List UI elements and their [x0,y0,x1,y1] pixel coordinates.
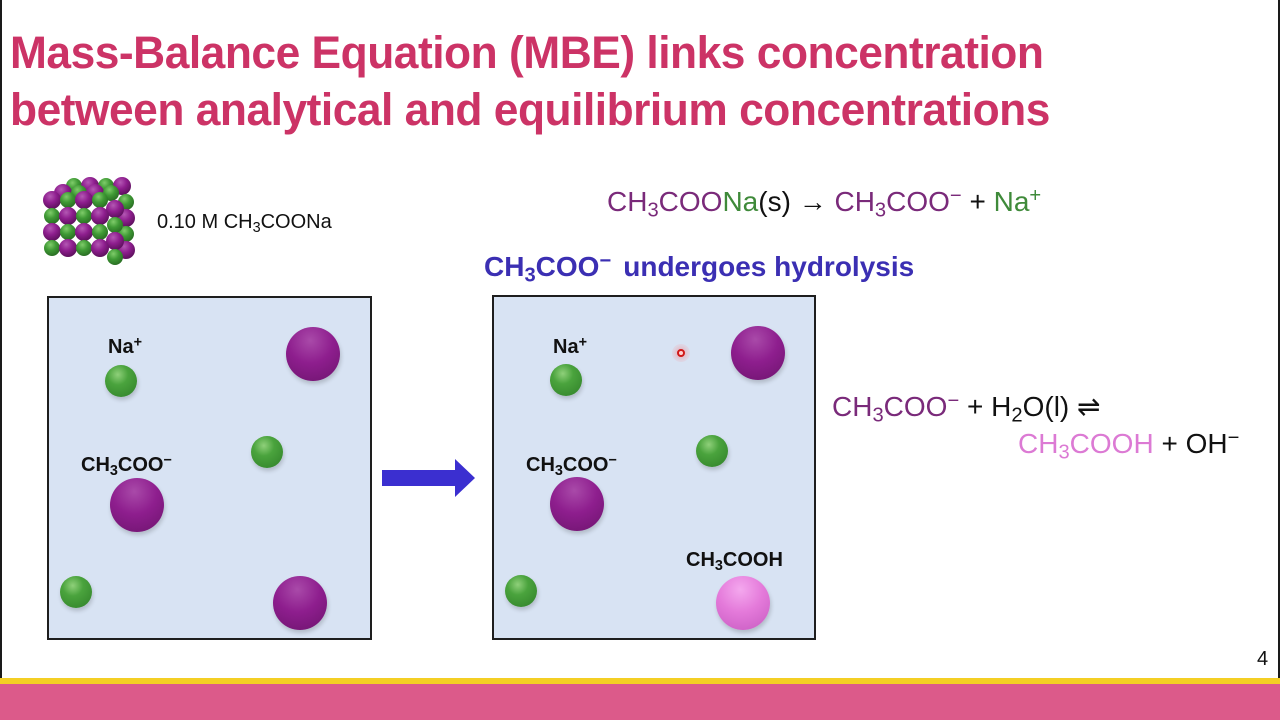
title-line-2: between analytical and equilibrium conce… [10,84,1050,135]
sodium-ion-sphere [105,365,137,397]
reactant-sodium-part: Na [722,186,759,217]
acetate-ion-sphere [731,326,785,380]
acetate-ion-sphere [110,478,164,532]
sodium-ion-sphere [505,575,537,607]
acetate-ion-sphere [273,576,327,630]
plus-sign: + [967,391,984,422]
subheading-text: undergoes hydrolysis [623,251,915,282]
hydrolysis-reactant-acetate: CH3COO− [832,389,960,427]
na-label-before: Na+ [108,334,142,358]
acetate-ion-sphere [550,477,604,531]
acetic-acid-label: CH3COOH [686,549,783,575]
crystal-lattice-icon [43,177,135,265]
footer-yellow-stripe [0,678,1280,684]
reactant-state: (s) [758,186,791,217]
slide-title: Mass-Balance Equation (MBE) links concen… [10,24,1050,138]
conc-suffix: COONa [260,211,332,233]
acetate-label-after: CH3COO− [526,452,617,480]
hydrolysis-reactant-water: H2O(l) [991,391,1070,427]
right-arrow-icon [382,459,475,497]
plus-sign: + [969,186,986,217]
solution-concentration-label: 0.10 M CH3COONa [157,211,332,237]
slide-left-border [0,0,2,720]
hydrolysis-product-hydroxide: OH− [1185,426,1240,459]
dissociation-equation: CH3COONa(s) → CH3COO− + Na+ [607,184,1042,222]
product-sodium: Na+ [993,184,1042,217]
sodium-ion-sphere [251,436,283,468]
laser-pointer-icon [672,344,690,362]
footer-pink-bar [0,684,1280,720]
acetic-acid-sphere [716,576,770,630]
hydrolysis-product-acetic-acid: CH3COOH [1018,428,1154,464]
plus-sign: + [1161,428,1178,459]
acetate-ion-sphere [286,327,340,381]
slide-right-border [1278,0,1280,720]
conc-subscript: 3 [252,220,261,237]
title-line-1: Mass-Balance Equation (MBE) links concen… [10,27,1044,78]
hydrolysis-subheading: CH3COO−undergoes hydrolysis [484,249,915,287]
conc-prefix: 0.10 M CH [157,211,253,233]
reaction-arrow: → [798,186,827,217]
equilibrium-arrow: ⇌ [1077,391,1101,422]
hydrolysis-equation: CH3COO− + H2O(l) ⇌ CH3COOH + OH− [832,389,1239,463]
sodium-ion-sphere [696,435,728,467]
reactant-acetate-part: CH3COO [607,186,723,222]
page-number: 4 [1257,648,1269,670]
sodium-ion-sphere [60,576,92,608]
sodium-ion-sphere [550,364,582,396]
acetate-label-before: CH3COO− [81,452,172,480]
hydrolysis-products-line: CH3COOH + OH− [1018,426,1240,464]
na-label-after: Na+ [553,334,587,358]
product-acetate: CH3COO− [834,184,962,222]
